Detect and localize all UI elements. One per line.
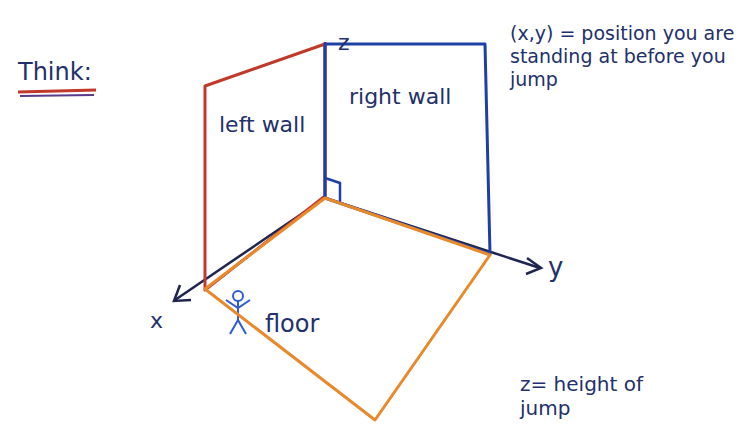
wall-shape: left wall — [203, 40, 329, 294]
underline — [20, 95, 94, 96]
underline — [18, 90, 96, 92]
shape-label: left wall — [219, 112, 315, 137]
axis-label: x — [150, 308, 180, 334]
stick-figure — [226, 291, 250, 334]
shape-label: floor — [265, 311, 375, 339]
arrow-head — [526, 258, 541, 274]
shape-outline — [203, 193, 495, 425]
wall-shape: floor — [203, 193, 495, 425]
shape-outline — [203, 40, 329, 294]
heading-note: Think: — [18, 58, 128, 87]
arrow-head — [174, 285, 191, 301]
side-note: z= height of jump — [520, 372, 680, 420]
side-note: (x,y) = position you are standing at bef… — [510, 22, 735, 90]
axis-label: z — [338, 30, 368, 56]
axis-label: y — [548, 252, 578, 283]
shape-label: right wall — [349, 84, 469, 109]
